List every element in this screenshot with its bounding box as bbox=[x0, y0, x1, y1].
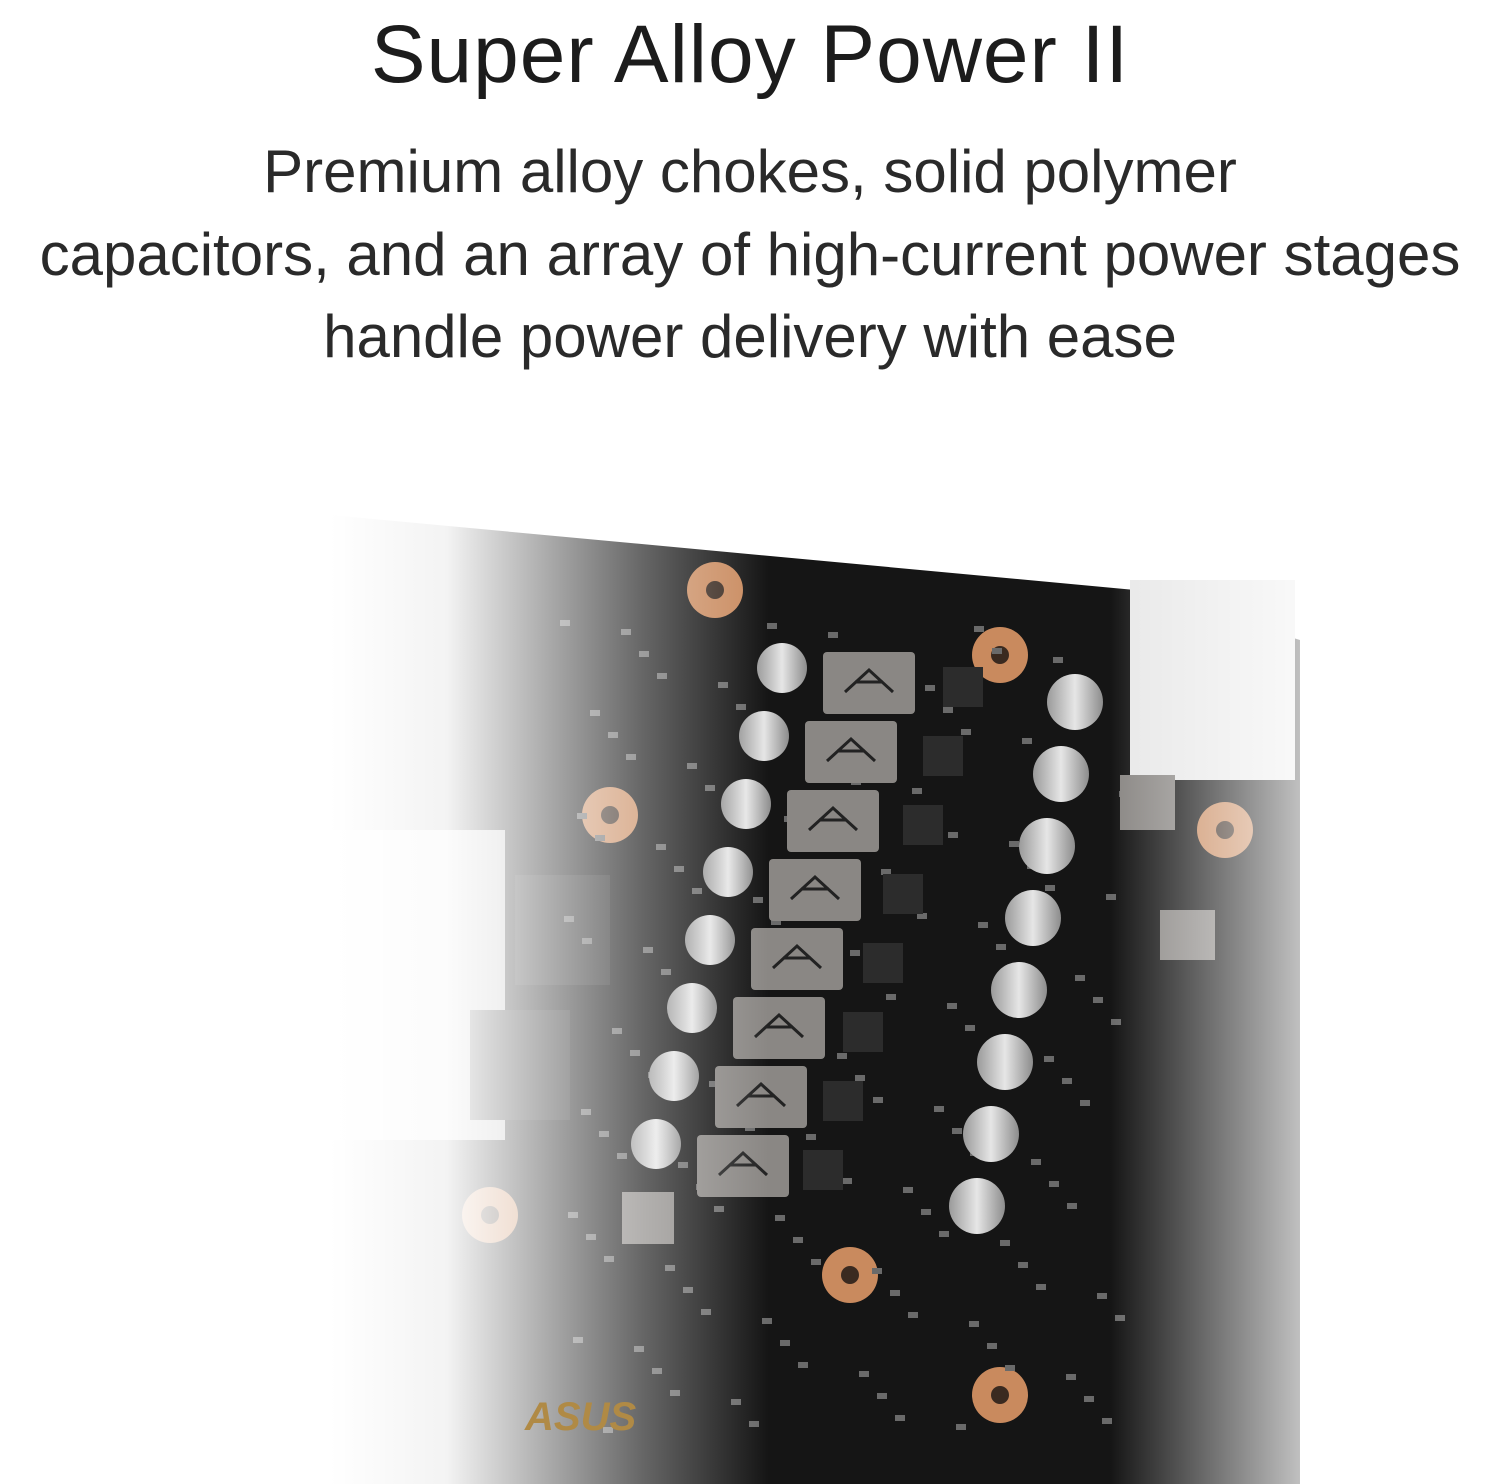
subtitle-line-2: capacitors, and an array of high-current… bbox=[39, 221, 1461, 288]
subtitle-line-1: Premium alloy chokes, solid polymer bbox=[263, 138, 1237, 205]
page-title: Super Alloy Power II bbox=[370, 9, 1130, 100]
asus-logo: ASUS bbox=[524, 1395, 636, 1439]
subtitle-line-3: handle power delivery with ease bbox=[323, 303, 1177, 370]
fade-overlay bbox=[330, 500, 1305, 1484]
